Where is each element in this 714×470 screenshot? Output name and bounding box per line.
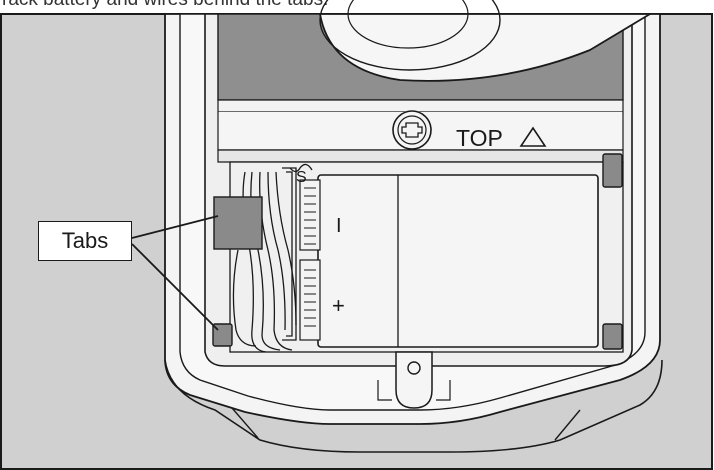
wire-marking: S — [296, 169, 307, 186]
top-stamp-label: TOP — [456, 125, 503, 151]
battery — [317, 174, 599, 348]
leader-line-lower — [131, 243, 219, 331]
upper-right-tab — [602, 153, 623, 188]
battery-plus-symbol: + — [332, 293, 345, 318]
housing-base-curve — [164, 359, 663, 453]
up-triangle-icon — [519, 126, 547, 147]
lower-right-tab — [602, 323, 623, 350]
tabs-callout-label: Tabs — [38, 221, 132, 261]
battery-minus-symbol: I — [336, 215, 342, 237]
upper-left-tab — [213, 196, 263, 250]
instruction-caption: rack battery and wires behind the tabs. — [0, 0, 714, 13]
bottom-latch — [395, 351, 433, 409]
leader-line-upper — [131, 215, 219, 239]
